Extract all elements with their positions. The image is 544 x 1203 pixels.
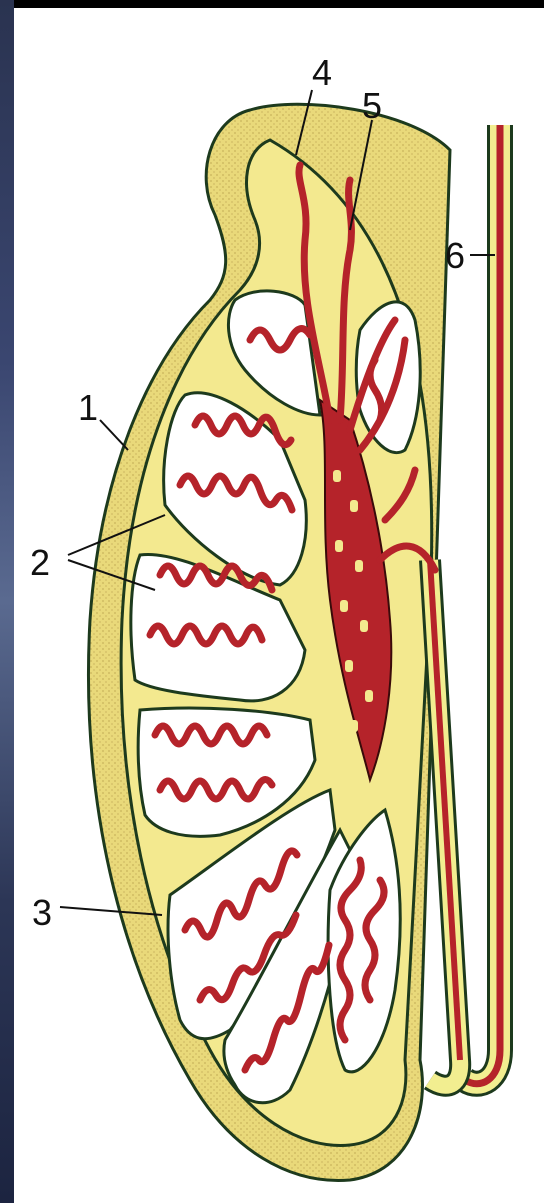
- label-3: 3: [32, 892, 52, 933]
- diagram-canvas: 1 2 3 4 5 6: [14, 8, 544, 1203]
- label-1: 1: [78, 387, 98, 428]
- label-6: 6: [445, 235, 465, 276]
- leader-1: [100, 420, 128, 450]
- label-4: 4: [312, 52, 332, 93]
- window-left-edge: [0, 0, 14, 1203]
- label-2: 2: [30, 542, 50, 583]
- label-5: 5: [362, 85, 382, 126]
- testis-diagram: 1 2 3 4 5 6: [14, 8, 544, 1203]
